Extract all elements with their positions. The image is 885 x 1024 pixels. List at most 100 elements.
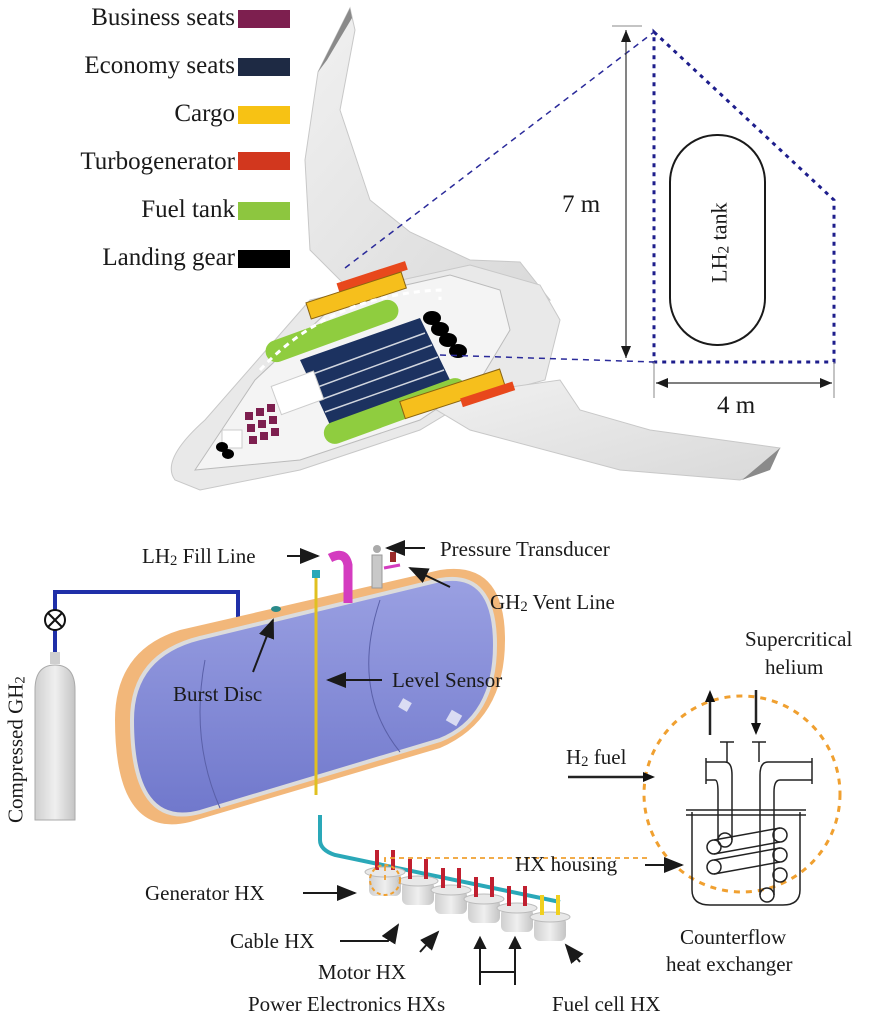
cable-hx-label: Cable HX <box>230 929 315 953</box>
legend-swatch-economy <box>238 58 290 76</box>
cable-hx-unit <box>397 859 439 905</box>
power-electronics-hx-port <box>507 886 511 906</box>
heat-exchanger-row <box>364 850 571 941</box>
counterflow-hx <box>568 690 813 906</box>
power-electronics-hx-body <box>468 899 500 923</box>
counterflow-label-line2: heat exchanger <box>666 952 793 976</box>
cable-hx-port <box>408 859 412 879</box>
cable-hx-lid <box>397 875 439 887</box>
fill-line-label-sub: 2 <box>170 553 178 570</box>
fuel-cell-hx-label: Fuel cell HX <box>552 992 661 1016</box>
vent-line-label-main: GH <box>490 590 521 614</box>
width-dimension-label: 4 m <box>717 392 756 419</box>
h2-fuel-label-sub: 2 <box>581 754 589 771</box>
fill-line-label-suffix: Fill Line <box>177 544 256 568</box>
legend-swatch-fuel-tank <box>238 202 290 220</box>
power-electronics-hx-port <box>474 877 478 897</box>
cargo-upper <box>305 271 407 320</box>
motor-hx-port <box>457 868 461 888</box>
fuel-cell-hx-unit <box>529 895 571 941</box>
tank-system <box>34 545 561 904</box>
section-highlight <box>258 288 442 372</box>
legend-label: Cargo <box>174 100 235 127</box>
callout-arrows <box>252 540 684 985</box>
compressed-gas-label: Compressed GH2 <box>3 665 32 835</box>
projection-lines <box>344 31 655 363</box>
h2-fuel-label-main: H <box>566 745 582 769</box>
tank-inner <box>129 576 498 817</box>
vent-line-label-sub: 2 <box>520 599 528 616</box>
legend-label: Turbogenerator <box>80 148 235 175</box>
lower-wingtip <box>742 448 780 480</box>
motor-hx-lid <box>430 884 472 896</box>
upper-wingtip <box>318 8 352 72</box>
legend-label: Landing gear <box>102 244 235 271</box>
coolant-pipe <box>318 815 561 904</box>
fuel-tank-upper <box>265 299 399 363</box>
motor-hx-body <box>435 890 467 914</box>
compressed-gas-label-sub: 2 <box>12 676 29 684</box>
fuel-cell-hx-port <box>556 895 560 915</box>
power-electronics-hx-lid <box>496 902 538 914</box>
power-electronics-hx-body <box>501 908 533 932</box>
legend-label: Economy seats <box>84 52 235 79</box>
business-seats-block <box>245 404 279 444</box>
lh2-tank-label-main: LH <box>706 253 732 283</box>
supercritical-label-line2: helium <box>765 655 824 679</box>
hx-housing <box>691 812 801 906</box>
power-electronics-hx-unit <box>496 886 538 932</box>
legend-swatch-cargo <box>238 106 290 124</box>
legend-label: Fuel tank <box>141 196 235 223</box>
cable-hx-port <box>424 859 428 879</box>
generator-hx-port <box>391 850 395 870</box>
upper-wing <box>304 6 552 301</box>
fill-line-label-main: LH <box>142 544 170 568</box>
landing-gear-nose <box>216 442 234 459</box>
power-electronics-hx-port <box>490 877 494 897</box>
fill-line-pipe <box>327 550 353 603</box>
turbogenerator-upper <box>336 261 408 292</box>
aircraft-body <box>170 6 781 491</box>
h2-fuel-label: H2 fuel <box>566 745 626 774</box>
aircraft-interior <box>216 261 516 459</box>
legend-swatch-business <box>238 10 290 28</box>
lh2-tank-label: LH2 tank <box>706 183 736 303</box>
level-sensor-label: Level Sensor <box>392 668 503 692</box>
lh2-tank-label-sub: 2 <box>715 245 733 254</box>
fill-line-label: LH2 Fill Line <box>142 544 256 573</box>
motor-hx-label: Motor HX <box>318 960 407 984</box>
height-dimension-label: 7 m <box>562 191 601 218</box>
power-electronics-hx-port <box>523 886 527 906</box>
generator-hx-body <box>369 872 401 896</box>
fuel-cell-hx-port <box>540 895 544 915</box>
galley-block <box>221 429 243 449</box>
economy-seats-block <box>300 318 450 425</box>
h2-fuel-label-suffix: fuel <box>588 745 627 769</box>
fuel-cell-hx-lid <box>529 911 571 923</box>
vent-line-label: GH2 Vent Line <box>490 590 615 619</box>
valve-icon <box>44 609 66 631</box>
hx-housing-label: HX housing <box>515 852 618 876</box>
cross-section-outline <box>652 28 836 364</box>
generator-hx-label: Generator HX <box>145 881 265 905</box>
generator-hx-port <box>375 850 379 870</box>
turbogenerator-lower <box>460 381 516 408</box>
supercritical-label-line1: Supercritical <box>745 627 853 651</box>
lh2-tank-outline <box>669 134 766 346</box>
motor-hx-unit <box>430 868 472 914</box>
fuel-cell-hx-body <box>534 917 566 941</box>
gas-cylinder <box>34 652 76 821</box>
legend-label: Business seats <box>91 4 235 31</box>
counterflow-label-line1: Counterflow <box>680 925 787 949</box>
cross-section <box>612 25 836 398</box>
lh2-tank-label-suffix: tank <box>706 202 732 246</box>
power-electronics-hx-lid <box>463 893 505 905</box>
power-electronics-hx-unit <box>463 877 505 923</box>
compressed-gas-label-main: Compressed GH <box>3 683 28 823</box>
landing-gear-main <box>423 311 467 358</box>
hx-highlight <box>369 694 842 896</box>
pressure-transducer-label: Pressure Transducer <box>440 537 610 561</box>
motor-hx-port <box>441 868 445 888</box>
burst-disc-label: Burst Disc <box>173 682 263 706</box>
